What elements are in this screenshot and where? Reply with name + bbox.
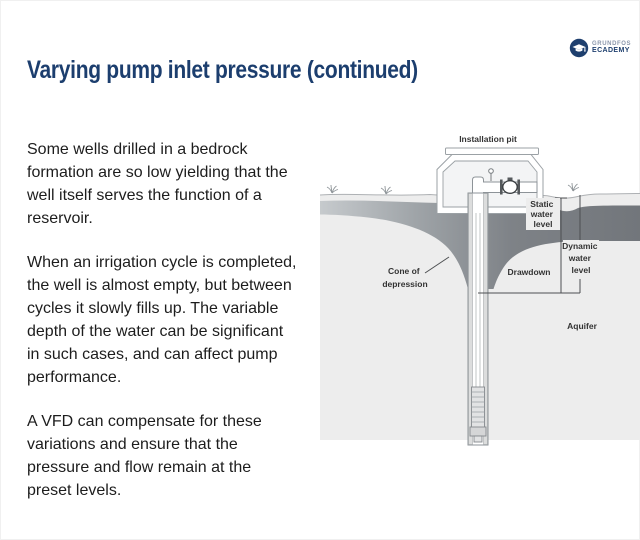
- page-title-text: Varying pump inlet pressure (continued): [27, 57, 418, 85]
- label-bg: [526, 198, 560, 230]
- installation-pit: [436, 147, 544, 214]
- label-bg: [563, 240, 599, 279]
- label-bg: [508, 266, 550, 278]
- logo-sub-brand: ECADEMY: [592, 47, 630, 55]
- label-cone-of-depression: Cone of depression: [382, 266, 427, 289]
- gauge-icon: [488, 168, 494, 174]
- well-casing: [467, 192, 489, 446]
- logo-brand: GRUNDFOS: [592, 41, 632, 48]
- label-static-water-level: Static water level: [530, 199, 556, 229]
- label-aquifer: Aquifer: [567, 321, 597, 331]
- label-installation-pit: Installation pit: [459, 134, 517, 144]
- well-diagram: Installation pit Static water level Dyna…: [320, 134, 640, 446]
- paragraph-1: Some wells drilled in a bedrock formatio…: [27, 141, 288, 227]
- body-text: Some wells drilled in a bedrock formatio…: [27, 138, 327, 523]
- cone-pointer-line: [424, 256, 450, 274]
- logo-wordmark: GRUNDFOS ECADEMY: [592, 41, 631, 55]
- graduation-cap-icon: [569, 38, 589, 58]
- ground-surface-line: [542, 193, 640, 199]
- label-dynamic-water-level: Dynamic water level: [562, 241, 600, 275]
- grass-icon: [380, 185, 393, 195]
- label-drawdown: Drawdown: [508, 267, 551, 277]
- paragraph-2: When an irrigation cycle is completed, t…: [27, 254, 297, 386]
- grundfos-ecademy-logo: GRUNDFOS ECADEMY: [569, 38, 631, 58]
- valve-icon: [500, 177, 520, 195]
- submersible-pump: [469, 386, 487, 443]
- ground-surface-line: [320, 193, 438, 196]
- grass-icon: [567, 182, 580, 192]
- grass-icon: [326, 184, 339, 194]
- page-title: Varying pump inlet pressure (continued): [27, 57, 527, 84]
- paragraph-3: A VFD can compensate for these variation…: [27, 413, 262, 499]
